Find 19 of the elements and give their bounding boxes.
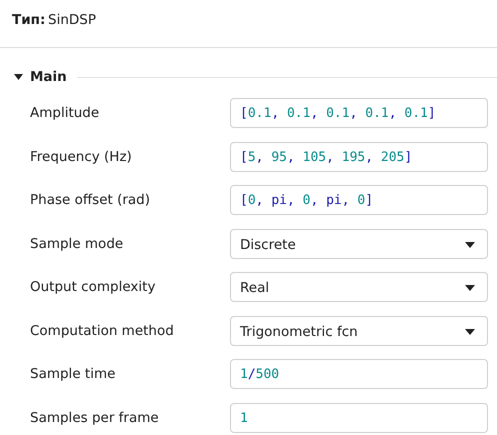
input-field: [0, pi, 0, pi, 0]	[230, 185, 488, 215]
input-field: [5, 95, 105, 195, 205]	[230, 142, 488, 172]
field-label: Phase offset (rad)	[30, 191, 150, 210]
dropdown: Discrete	[230, 228, 488, 258]
field-label: Frequency (Hz)	[30, 148, 132, 166]
type-value: SinDSP	[48, 11, 96, 30]
dropdown: Real	[230, 272, 488, 302]
dropdown: Trigonometric fcn	[230, 316, 488, 346]
field-label: Samples per frame	[30, 408, 159, 428]
field-label: Sample time	[30, 365, 116, 384]
input-field: [0.1, 0.1, 0.1, 0.1, 0.1]	[230, 98, 488, 128]
section-heading: Main	[30, 68, 67, 87]
type-label: Тип:	[12, 11, 46, 30]
field-label: Sample mode	[30, 234, 124, 254]
field-label: Computation method	[30, 322, 174, 340]
field-label: Output complexity	[30, 278, 156, 297]
field-label: Amplitude	[30, 104, 100, 123]
input-field: 1	[230, 402, 488, 432]
input-field: 1/500	[230, 359, 488, 389]
